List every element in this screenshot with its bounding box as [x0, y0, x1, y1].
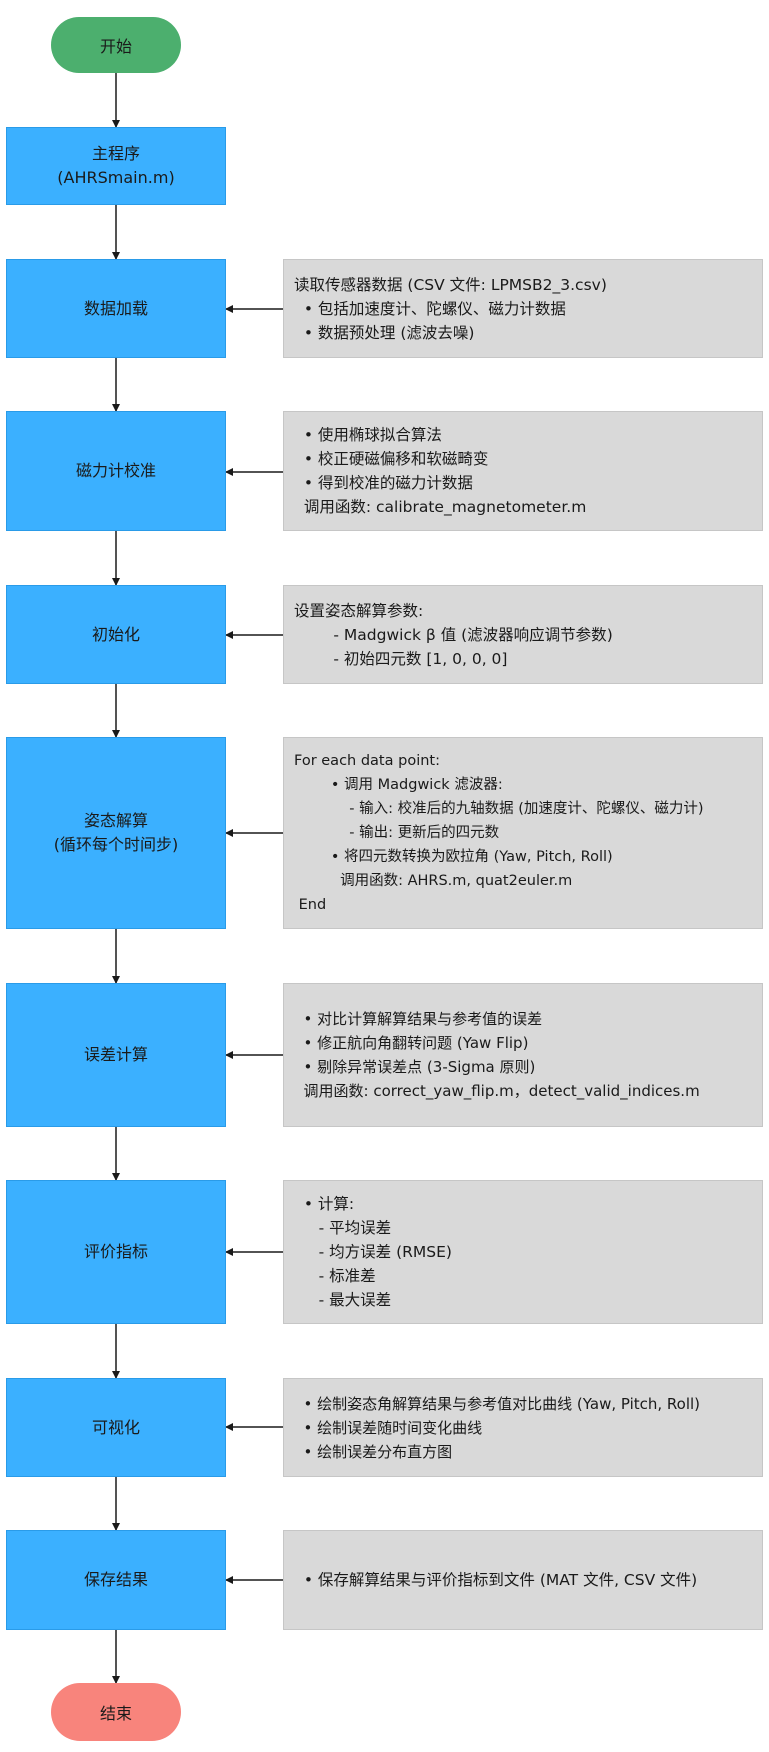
note-line: • 绘制误差分布直方图 — [294, 1442, 453, 1461]
start-label: 开始 — [99, 37, 132, 56]
note-init: 设置姿态解算参数: - Madgwick β 值 (滤波器响应调节参数) - 初… — [283, 585, 763, 684]
note-line: • 使用椭球拟合算法 — [294, 426, 442, 444]
note-line: • 包括加速度计、陀螺仪、磁力计数据 — [294, 299, 566, 318]
note-line: 调用函数: AHRS.m, quat2euler.m — [294, 873, 573, 889]
note-line: • 校正硬磁偏移和软磁畸变 — [294, 450, 489, 468]
note-line: • 保存解算结果与评价指标到文件 (MAT 文件, CSV 文件) — [294, 1571, 698, 1589]
note-line: • 剔除异常误差点 (3-Sigma 原则) — [294, 1058, 536, 1076]
note-line: - 标准差 — [294, 1267, 376, 1285]
step-load: 数据加载 — [6, 259, 226, 358]
end-label: 结束 — [99, 1704, 132, 1723]
note-line: • 对比计算解算结果与参考值的误差 — [294, 1010, 543, 1028]
step-main: 主程序 (AHRSmain.m) — [6, 127, 226, 205]
note-line: - 初始四元数 [1, 0, 0, 0] — [294, 649, 508, 668]
end-node: 结束 — [51, 1683, 181, 1741]
note-error: • 对比计算解算结果与参考值的误差 • 修正航向角翻转问题 (Yaw Flip)… — [283, 983, 763, 1127]
note-line: 设置姿态解算参数: — [294, 601, 424, 620]
note-line: - 输入: 校准后的九轴数据 (加速度计、陀螺仪、磁力计) — [294, 801, 704, 817]
note-line: End — [294, 897, 327, 913]
step-visual-label: 可视化 — [91, 1417, 140, 1437]
note-line: 读取传感器数据 (CSV 文件: LPMSB2_3.csv) — [294, 275, 607, 294]
step-init-label: 初始化 — [91, 624, 140, 644]
step-init: 初始化 — [6, 585, 226, 684]
step-visual: 可视化 — [6, 1378, 226, 1477]
note-line: - 最大误差 — [294, 1291, 392, 1309]
note-line: - 平均误差 — [294, 1219, 392, 1237]
note-line: - 均方误差 (RMSE) — [294, 1243, 452, 1261]
note-line: - 输出: 更新后的四元数 — [294, 825, 500, 841]
note-line: 调用函数: calibrate_magnetometer.m — [294, 498, 587, 516]
start-node: 开始 — [51, 17, 181, 73]
note-attitude: For each data point: • 调用 Madgwick 滤波器: … — [283, 737, 763, 929]
step-attitude-line: (循环每个时间步) — [53, 835, 179, 854]
step-save-label: 保存结果 — [83, 1570, 148, 1589]
note-line: • 数据预处理 (滤波去噪) — [294, 323, 475, 342]
note-line: 调用函数: correct_yaw_flip.m，detect_valid_in… — [294, 1082, 700, 1100]
step-error: 误差计算 — [6, 983, 226, 1127]
step-save: 保存结果 — [6, 1530, 226, 1630]
note-calib: • 使用椭球拟合算法 • 校正硬磁偏移和软磁畸变 • 得到校准的磁力计数据 调用… — [283, 411, 763, 531]
step-attitude: 姿态解算 (循环每个时间步) — [6, 737, 226, 929]
note-load: 读取传感器数据 (CSV 文件: LPMSB2_3.csv) • 包括加速度计、… — [283, 259, 763, 358]
note-save: • 保存解算结果与评价指标到文件 (MAT 文件, CSV 文件) — [283, 1530, 763, 1630]
note-visual: • 绘制姿态角解算结果与参考值对比曲线 (Yaw, Pitch, Roll) •… — [283, 1378, 763, 1477]
note-line: • 将四元数转换为欧拉角 (Yaw, Pitch, Roll) — [294, 849, 613, 865]
note-line: For each data point: — [294, 753, 440, 769]
step-metrics-label: 评价指标 — [83, 1242, 148, 1261]
note-metrics: • 计算: - 平均误差 - 均方误差 (RMSE) - 标准差 - 最大误差 — [283, 1180, 763, 1324]
note-line: • 修正航向角翻转问题 (Yaw Flip) — [294, 1034, 529, 1052]
note-line: - Madgwick β 值 (滤波器响应调节参数) — [294, 625, 613, 644]
step-calib: 磁力计校准 — [6, 411, 226, 531]
note-line: • 绘制误差随时间变化曲线 — [294, 1418, 483, 1437]
step-main-line: 主程序 — [91, 144, 140, 163]
step-calib-label: 磁力计校准 — [75, 461, 156, 480]
step-attitude-line: 姿态解算 — [83, 811, 148, 830]
step-error-label: 误差计算 — [83, 1045, 148, 1064]
note-line: • 得到校准的磁力计数据 — [294, 474, 473, 492]
step-metrics: 评价指标 — [6, 1180, 226, 1324]
note-line: • 计算: — [294, 1195, 355, 1213]
note-line: • 绘制姿态角解算结果与参考值对比曲线 (Yaw, Pitch, Roll) — [294, 1394, 701, 1413]
step-main-line: (AHRSmain.m) — [57, 168, 175, 187]
step-load-label: 数据加载 — [83, 298, 148, 318]
note-line: • 调用 Madgwick 滤波器: — [294, 777, 503, 793]
